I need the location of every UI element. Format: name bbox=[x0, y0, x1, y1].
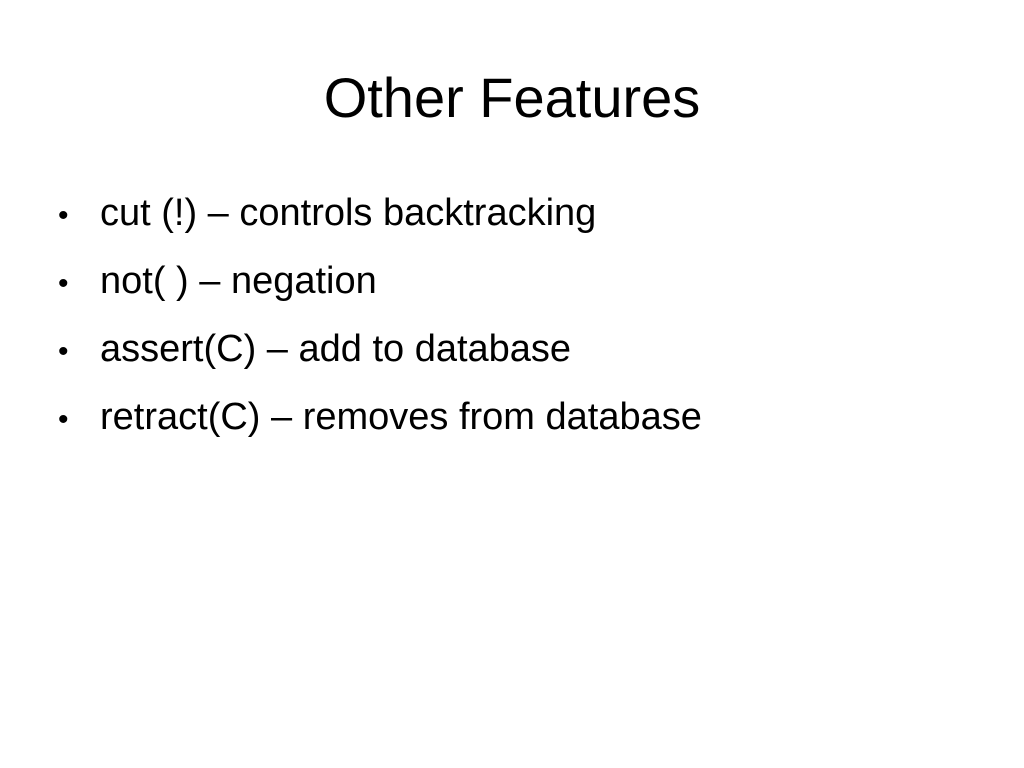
bullet-list: • cut (!) – controls backtracking • not(… bbox=[58, 186, 998, 458]
bullet-marker: • bbox=[58, 335, 69, 368]
list-item: • cut (!) – controls backtracking bbox=[58, 186, 998, 243]
bullet-marker: • bbox=[58, 403, 69, 436]
bullet-text: assert(C) – add to database bbox=[100, 328, 572, 370]
bullet-text: not( ) – negation bbox=[100, 260, 377, 302]
bullet-text: cut (!) – controls backtracking bbox=[100, 192, 597, 234]
list-item: • not( ) – negation bbox=[58, 254, 998, 311]
bullet-marker: • bbox=[58, 199, 69, 232]
bullet-text: retract(C) – removes from database bbox=[100, 396, 702, 438]
list-item: • assert(C) – add to database bbox=[58, 322, 998, 379]
bullet-marker: • bbox=[58, 267, 69, 300]
list-item: • retract(C) – removes from database bbox=[58, 390, 998, 447]
slide-title: Other Features bbox=[323, 66, 701, 129]
